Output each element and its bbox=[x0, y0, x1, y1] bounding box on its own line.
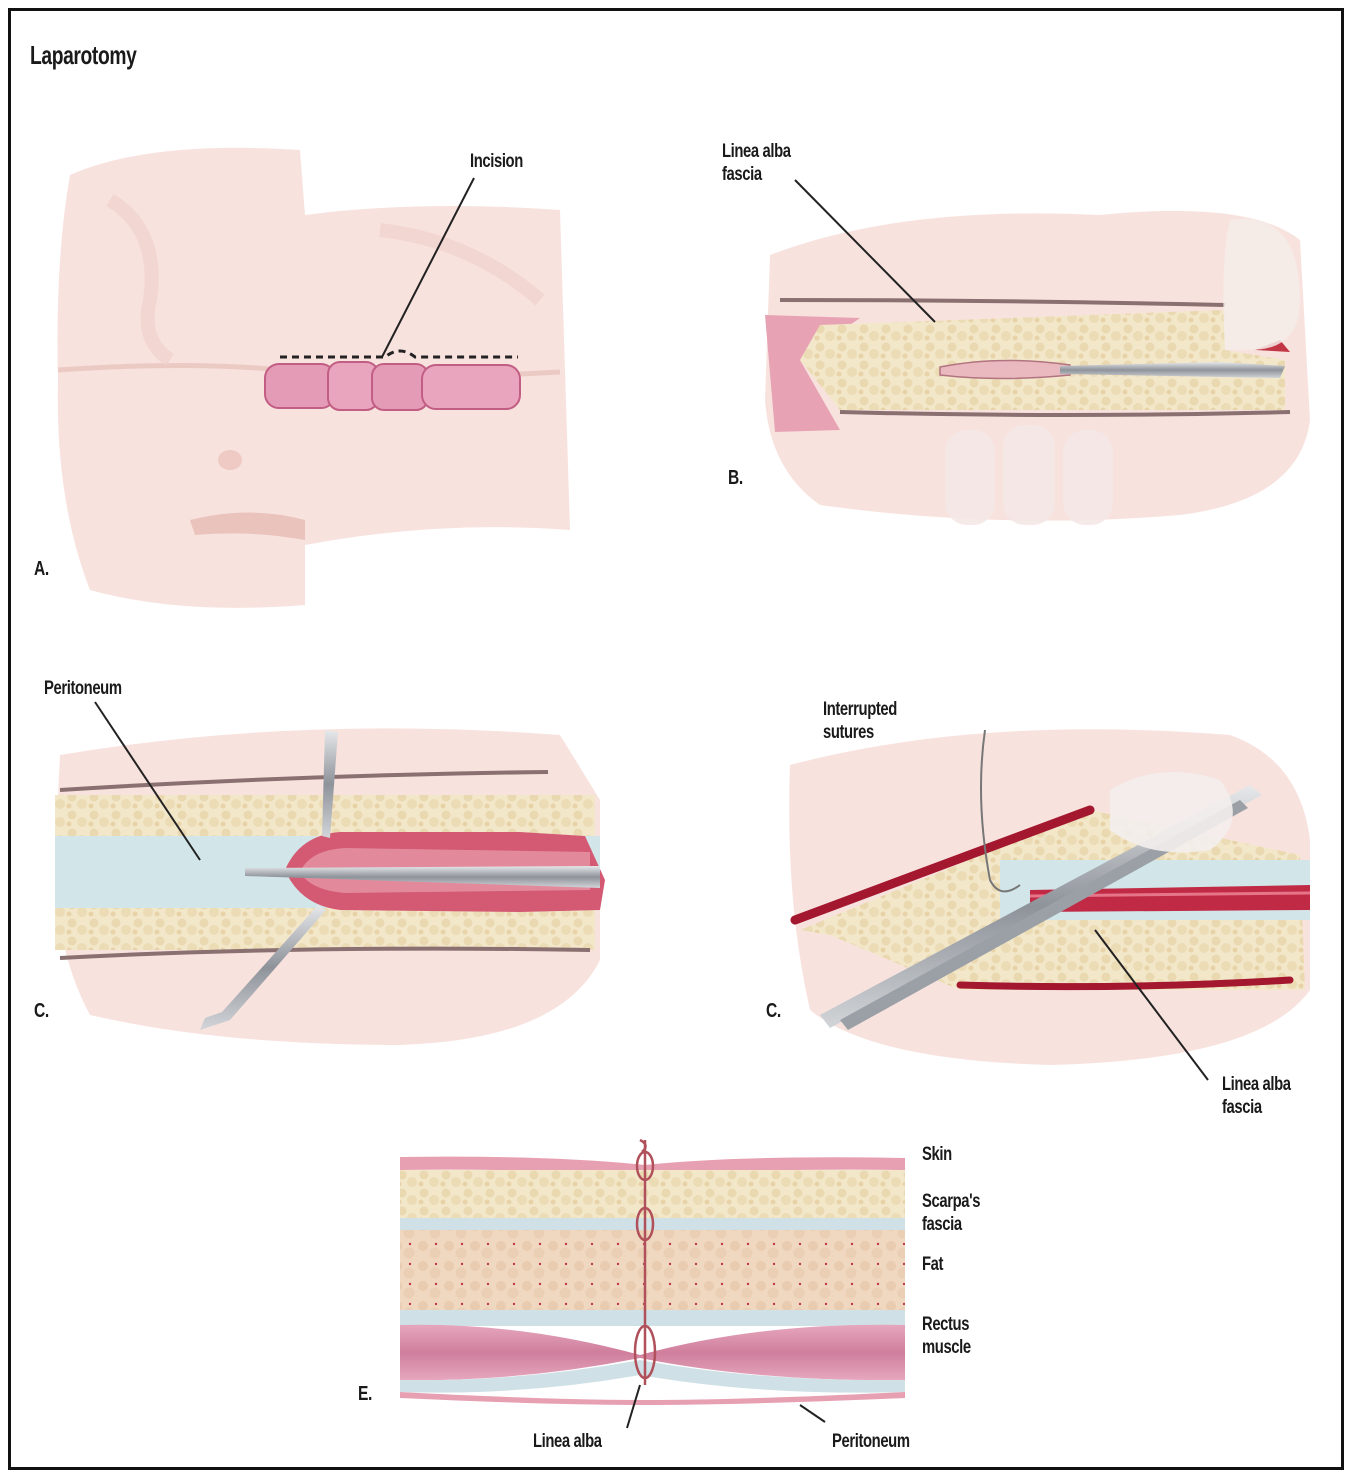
panel-a-letter: A. bbox=[34, 558, 49, 581]
panel-d-letter: C. bbox=[766, 1000, 781, 1023]
panel-c-letter: C. bbox=[34, 1000, 49, 1023]
interrupted-sutures-label: Interrupted sutures bbox=[823, 698, 897, 744]
panel-e-drawing bbox=[400, 1140, 905, 1428]
rectus-muscle-label: Rectus muscle bbox=[922, 1313, 971, 1359]
panel-b-drawing bbox=[765, 180, 1310, 525]
peritoneum-leader-e bbox=[800, 1405, 825, 1422]
linea-alba-fascia-label-b: Linea alba fascia bbox=[722, 140, 791, 186]
peritoneum-label-c: Peritoneum bbox=[44, 677, 122, 700]
panel-c-drawing bbox=[55, 702, 605, 1045]
figure-title: Laparotomy bbox=[30, 40, 136, 70]
fat-label: Fat bbox=[922, 1253, 943, 1276]
peritoneum-label-e: Peritoneum bbox=[832, 1430, 910, 1453]
incision-label: Incision bbox=[470, 150, 523, 173]
panel-b-letter: B. bbox=[728, 467, 743, 490]
skin-label: Skin bbox=[922, 1143, 952, 1166]
panel-a-muscle bbox=[265, 362, 520, 410]
linea-alba-fascia-label-d: Linea alba fascia bbox=[1222, 1073, 1291, 1119]
panel-d-drawing bbox=[789, 729, 1310, 1080]
linea-alba-label-e: Linea alba bbox=[533, 1430, 602, 1453]
panel-a-drawing bbox=[58, 148, 571, 608]
linea-alba-leader-e bbox=[627, 1385, 640, 1428]
scarpas-fascia-label: Scarpa's fascia bbox=[922, 1190, 980, 1236]
panel-e-letter: E. bbox=[358, 1383, 372, 1406]
